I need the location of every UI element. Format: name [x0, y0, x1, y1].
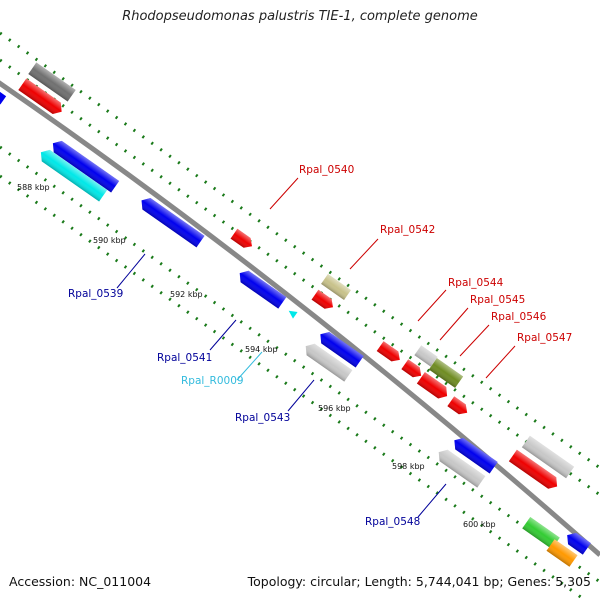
gene-label-rpal-0546[interactable]: Rpal_0546 [491, 311, 547, 323]
genes [0, 62, 591, 567]
gene-label-rpal-0544[interactable]: Rpal_0544 [448, 277, 504, 289]
gene-labels: Rpal_0540 Rpal_0542 Rpal_0544 Rpal_0545 … [68, 164, 572, 528]
gene-block[interactable] [416, 372, 451, 402]
kbp-scale: 588 kbp 590 kbp 592 kbp 594 kbp 596 kbp … [17, 183, 496, 529]
gene-block[interactable] [435, 446, 486, 488]
gene-block[interactable] [286, 307, 298, 319]
tick-track-inner-1 [0, 58, 600, 497]
leader-line [439, 307, 469, 341]
gene-block[interactable] [376, 341, 404, 365]
gene-block[interactable] [302, 340, 353, 382]
gene-block[interactable] [447, 396, 470, 417]
gene-label-rpal-0543[interactable]: Rpal_0543 [235, 412, 290, 424]
gene-label-rpal-r0009[interactable]: Rpal_R0009 [181, 375, 244, 387]
leader-line [349, 238, 379, 270]
gene-label-rpal-0541[interactable]: Rpal_0541 [157, 352, 212, 364]
gene-block[interactable] [414, 345, 438, 367]
leader-line [236, 351, 263, 381]
gene-block[interactable] [311, 289, 337, 312]
kbp-label: 594 kbp [245, 345, 278, 354]
tick-tracks [0, 31, 600, 600]
gene-block[interactable] [137, 195, 205, 248]
tick-track-outer [0, 31, 600, 470]
gene-block[interactable] [321, 274, 351, 300]
gene-block[interactable] [316, 329, 364, 368]
kbp-label: 592 kbp [170, 290, 203, 299]
gene-label-rpal-0539[interactable]: Rpal_0539 [68, 288, 123, 300]
gene-block[interactable] [522, 516, 560, 550]
kbp-label: 596 kbp [318, 404, 351, 413]
accession-text: Accession: NC_011004 [9, 574, 152, 589]
gene-block[interactable] [0, 90, 7, 105]
gene-label-rpal-0542[interactable]: Rpal_0542 [380, 224, 435, 236]
genome-backbone [0, 80, 600, 557]
leader-line [209, 319, 237, 351]
gene-block[interactable] [428, 358, 464, 388]
gene-block[interactable] [28, 62, 76, 102]
gene-block[interactable] [450, 435, 498, 474]
gene-block[interactable] [49, 137, 120, 193]
callout-lines [116, 177, 516, 518]
leader-line [287, 379, 315, 412]
gene-block[interactable] [546, 539, 578, 567]
kbp-label: 598 kbp [392, 462, 425, 471]
gene-block[interactable] [401, 359, 424, 380]
genome-summary-text: Topology: circular; Length: 5,744,041 bp… [247, 574, 591, 589]
gene-block[interactable] [236, 267, 287, 309]
leader-line [459, 324, 490, 357]
kbp-label: 588 kbp [17, 183, 50, 192]
gene-label-rpal-0548[interactable]: Rpal_0548 [365, 516, 420, 528]
tick-track-inner-3 [0, 174, 588, 600]
kbp-label: 590 kbp [93, 236, 126, 245]
gene-block[interactable] [37, 146, 108, 202]
gene-label-rpal-0547[interactable]: Rpal_0547 [517, 332, 572, 344]
gene-block[interactable] [521, 435, 575, 479]
gene-block[interactable] [230, 228, 256, 251]
gene-block[interactable] [508, 449, 561, 492]
gene-label-rpal-0540[interactable]: Rpal_0540 [299, 164, 354, 176]
kbp-label: 600 kbp [463, 520, 496, 529]
gene-block[interactable] [563, 529, 591, 555]
leader-line [116, 253, 146, 289]
map-title: Rhodopseudomonas palustris TIE-1, comple… [122, 9, 478, 24]
gene-block[interactable] [18, 78, 65, 118]
leader-line [269, 177, 299, 210]
leader-line [417, 483, 447, 518]
leader-line [417, 289, 447, 322]
tick-track-inner-2 [0, 145, 600, 584]
leader-line [485, 345, 516, 379]
gene-label-rpal-0545[interactable]: Rpal_0545 [470, 294, 525, 306]
